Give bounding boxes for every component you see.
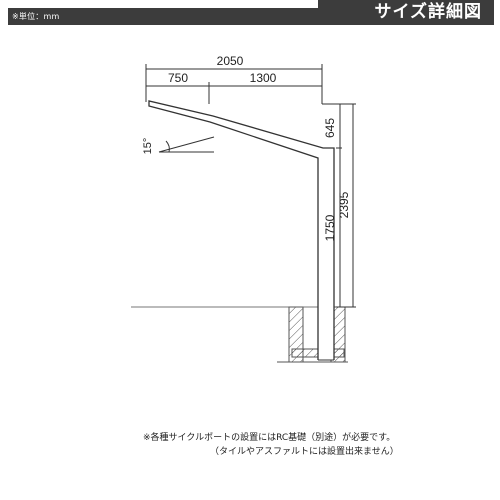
angle-arc: [165, 140, 170, 153]
foundation-hatch-left: [288, 306, 304, 363]
dim-750-label: 750: [168, 71, 188, 85]
dim-1300-label: 1300: [250, 71, 277, 85]
dim-645-label: 645: [323, 118, 337, 138]
title-tab: サイズ詳細図: [318, 0, 494, 25]
foundation-note: ※各種サイクルポートの設置にはRC基礎（別途）が必要です。: [143, 433, 396, 443]
dim-2050-label: 2050: [217, 54, 244, 68]
roof-angle-label: 15°: [142, 138, 154, 155]
unit-label: ※単位：mm: [12, 12, 60, 21]
angle-slope-line: [158, 136, 215, 153]
dim-1750-label: 1750: [323, 214, 337, 241]
page-title: サイズ詳細図: [374, 2, 482, 22]
foundation-subnote: （タイルやアスファルトには設置出来ません）: [210, 447, 399, 457]
dim-2395-label: 2395: [337, 191, 351, 218]
carport-structure-outline: [148, 100, 335, 360]
